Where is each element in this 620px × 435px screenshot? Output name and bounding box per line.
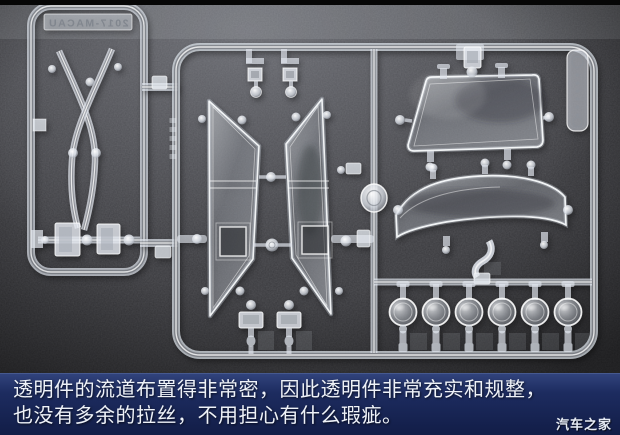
gate-knob [81, 234, 93, 246]
lamp-lens [487, 281, 526, 352]
sprue-photo: 2017-MACAU [0, 0, 620, 373]
side-window-left [206, 98, 262, 319]
gate-knob [114, 63, 122, 71]
frame-lug [31, 230, 43, 248]
small-block-parts [54, 222, 121, 257]
plate-part [276, 300, 302, 354]
sprue-connectors [140, 75, 178, 259]
lamp-lens [553, 281, 589, 352]
gate-knob [85, 77, 95, 87]
caption-line-2: 也没有多余的拉丝，不用担心有什么瑕疵。 [13, 405, 403, 427]
brand-embossed-tab [566, 49, 589, 132]
lamp-lens [454, 281, 493, 352]
center-clip-part [463, 46, 482, 78]
marking-tab [43, 13, 133, 31]
small-clip-parts [246, 49, 299, 98]
gate-knob [91, 148, 101, 158]
watermark-autohome: 汽车之家 [555, 417, 612, 432]
top-black-bar [0, 0, 620, 5]
hook-part [471, 239, 501, 285]
window-cutout [301, 225, 329, 255]
window-gates [177, 111, 374, 296]
windshield-glass [393, 158, 573, 254]
small-plate-parts [238, 300, 312, 354]
lamp-lens-row [388, 281, 589, 352]
frame-embossing [169, 118, 177, 159]
caption-bar: 透明件的流道布置得非常密，因此透明件非常充实和规整， 也没有多余的拉丝，不用担心… [0, 373, 620, 435]
gate-knob [68, 148, 78, 158]
runner-clip [337, 162, 362, 175]
caption-line-1: 透明件的流道布置得非常密，因此透明件非常充实和规整， [13, 379, 546, 401]
frame-lug [32, 118, 47, 132]
window-cutout [219, 226, 247, 257]
plate-part [238, 300, 264, 354]
main-sprue [169, 44, 595, 355]
lamp-lens [388, 281, 427, 352]
brand-logo-mark [571, 55, 584, 69]
side-window-right [283, 96, 334, 317]
gate-knob [123, 234, 135, 246]
left-sprue: 2017-MACAU [31, 6, 144, 272]
brand-embossed-marks [575, 73, 580, 117]
lamp-lens [520, 281, 559, 352]
rear-window-glass [395, 44, 554, 172]
gate-knob [48, 65, 56, 73]
sprue-photo-svg: 2017-MACAU [0, 0, 620, 373]
clip-part [281, 49, 299, 98]
sprue-marking-text: 2017-MACAU [48, 18, 129, 30]
lamp-lens [421, 281, 460, 352]
clip-part [246, 49, 264, 98]
injection-gate-disc [360, 183, 388, 213]
